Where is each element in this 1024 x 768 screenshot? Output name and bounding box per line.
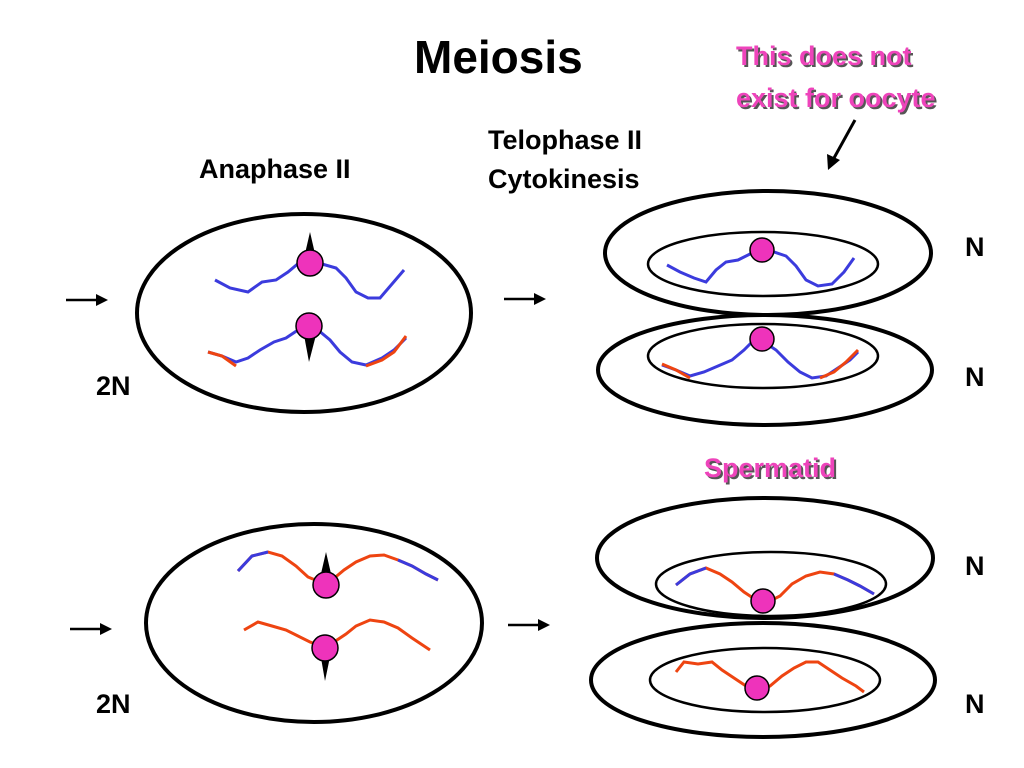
telophase-label-line2: Cytokinesis (488, 164, 640, 194)
telophase-cell-2-nucleus (646, 322, 880, 390)
telophase-label-line1: Telophase II (488, 125, 643, 155)
telophase-cell-3-nucleus (654, 550, 888, 618)
telophase-label: Telophase II Cytokinesis (488, 121, 642, 199)
centromere (749, 237, 775, 263)
telophase-cell-2-outer (596, 313, 934, 427)
chromatid-blue-tip (397, 558, 439, 582)
arrow-icon (508, 619, 550, 631)
ploidy-label-diploid: 2N (96, 371, 131, 401)
chromatid-blue-tip (833, 572, 875, 596)
chromatid-red (236, 550, 439, 584)
centromere (296, 249, 324, 277)
spermatid-label: Spermatid (704, 453, 837, 483)
oocyte-note: This does not exist for oocyte (736, 35, 936, 119)
centromere (750, 588, 776, 614)
chromatid-red-tip (207, 350, 237, 368)
page-title: Meiosis (414, 31, 583, 83)
telophase-cell-3-outer (595, 496, 935, 620)
chromatid-blue-tip (236, 550, 269, 573)
centromere (744, 675, 770, 701)
arrow-icon (70, 623, 112, 635)
ploidy-label-haploid: N (965, 362, 985, 392)
ploidy-label-haploid: N (965, 689, 985, 719)
telophase-cell-1-nucleus (646, 230, 880, 298)
centromere (312, 571, 340, 599)
spindle-top-lower (304, 335, 316, 362)
anaphase-label: Anaphase II (199, 154, 351, 184)
ploidy-label-diploid: 2N (96, 689, 131, 719)
note-arrow-icon (827, 119, 857, 170)
chromatid-blue-tip (675, 566, 707, 587)
spindle-bottom-upper (320, 552, 332, 578)
arrow-icon (504, 293, 546, 305)
anaphase-cell-top (135, 212, 473, 414)
anaphase-cell-bottom (144, 522, 484, 724)
centromere (749, 326, 775, 352)
ploidy-label-haploid: N (965, 551, 985, 581)
chromatid-red-tip (819, 348, 860, 380)
oocyte-note-line1: This does not (736, 41, 912, 71)
chromatid-red-tip (365, 335, 408, 368)
chromatid-red (674, 660, 865, 694)
arrow-icon (66, 294, 108, 306)
ploidy-label-haploid: N (965, 232, 985, 262)
chromatid-red-tip (661, 362, 691, 380)
oocyte-note-line2: exist for oocyte (736, 83, 936, 113)
centromere (311, 634, 339, 662)
telophase-cell-4-nucleus (648, 646, 882, 714)
centromere (295, 312, 323, 340)
telophase-cell-4-outer (589, 621, 937, 739)
